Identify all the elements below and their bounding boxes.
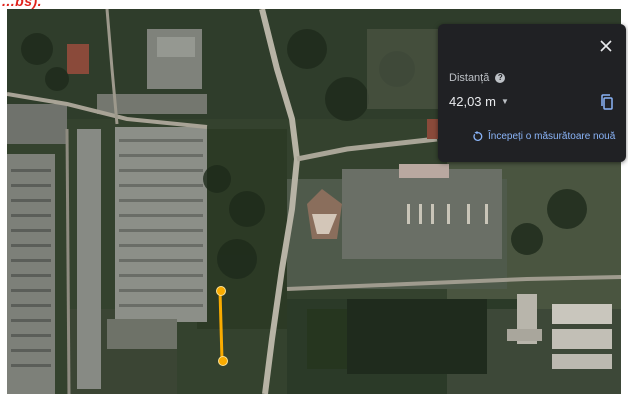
distance-unit-dropdown[interactable]: 42,03 m ▼ [449,94,509,109]
measure-end-point[interactable] [218,356,228,366]
close-button[interactable] [598,38,614,54]
restart-icon [473,131,483,141]
copy-button[interactable] [600,94,614,110]
distance-label-row: Distanță ? [449,72,506,84]
top-strip: ...bs). [0,0,628,9]
distance-label: Distanță [449,72,490,84]
measure-distance-panel: Distanță ? 42,03 m ▼ Începeți o măsurăto… [438,24,626,162]
close-icon [600,40,612,52]
new-measurement-label: Începeți o măsurătoare nouă [488,131,616,142]
distance-value: 42,03 m [449,94,496,109]
measure-start-point[interactable] [216,286,226,296]
new-measurement-button[interactable]: Începeți o măsurătoare nouă [472,131,615,142]
caret-down-icon: ▼ [500,97,509,106]
help-icon[interactable]: ? [495,73,506,83]
corner-annotation: ...bs). [2,0,43,9]
copy-icon [601,94,613,110]
